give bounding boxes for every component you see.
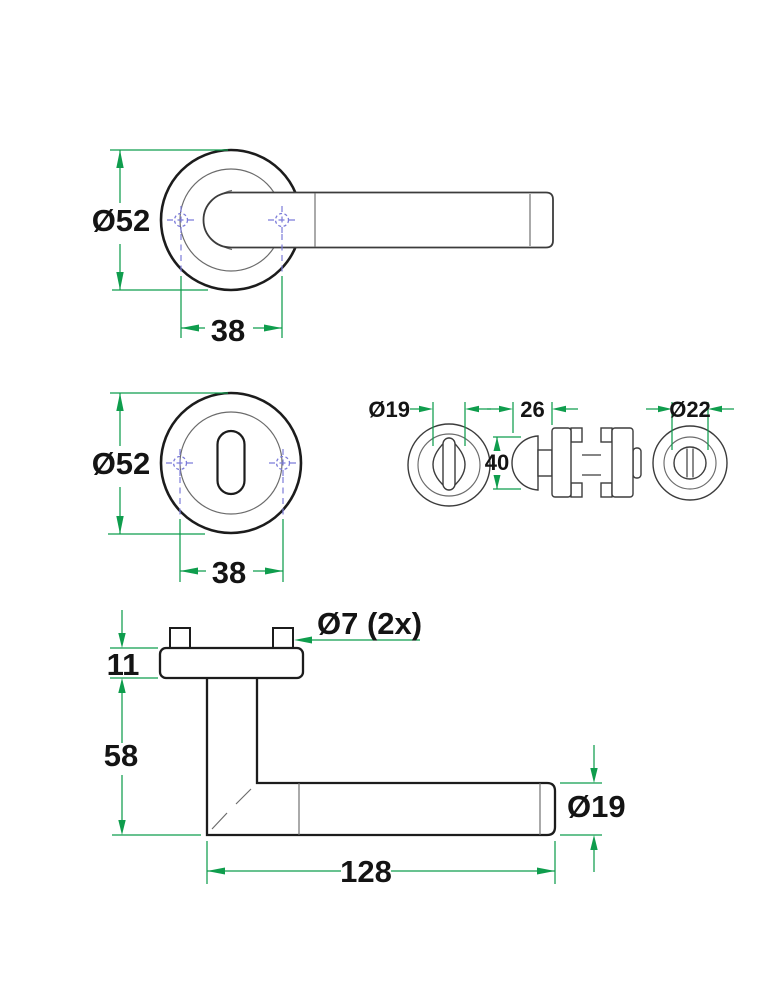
screw-hole-marker-icon	[166, 449, 194, 477]
screw-hole-marker-icon	[268, 206, 296, 234]
lever-side-dimensions: Ø7 (2x) 11 58 Ø19	[104, 606, 626, 889]
dim-label-grip-diameter: Ø19	[567, 789, 626, 824]
dim-label-height: 58	[104, 738, 138, 773]
escutcheon-outer-circle	[159, 391, 303, 535]
release-mid-circle	[663, 436, 717, 490]
dim-label-knob-length: 40	[485, 450, 509, 475]
fixing-post	[570, 427, 583, 443]
turn-rose-outer-circle	[407, 423, 491, 507]
fixing-post	[600, 482, 613, 498]
thumbturn-front-view: Ø19	[368, 397, 491, 507]
dim-label-screw-holes: Ø7 (2x)	[317, 606, 422, 641]
miter-line	[211, 812, 228, 830]
lever-side-view: Ø7 (2x) 11 58 Ø19	[104, 606, 626, 889]
side-dimensions: 26 40	[485, 397, 578, 490]
screw-post	[272, 627, 294, 649]
dim-label-release-diameter: Ø22	[669, 397, 711, 422]
turn-knob-dimensions: Ø19	[368, 397, 491, 446]
release-outer-circle	[652, 425, 728, 501]
release-tab	[632, 447, 642, 479]
miter-line	[235, 788, 252, 805]
turn-rose-plate	[551, 427, 572, 498]
turn-knob-bar	[442, 437, 456, 491]
dim-label-escutcheon-diameter: Ø52	[92, 446, 151, 481]
fixing-post	[600, 427, 613, 443]
screw-hole-marker-icon	[167, 206, 195, 234]
release-rose-plate	[611, 427, 634, 498]
dim-label-rose-diameter: Ø52	[92, 203, 151, 238]
dim-label-escutcheon-hole-spacing: 38	[212, 555, 246, 590]
release-disc	[673, 446, 707, 480]
dim-label-knob-diameter: Ø19	[368, 397, 410, 422]
thumbturn-side-view: 26 40	[485, 397, 642, 498]
release-back-view: Ø22	[646, 397, 734, 501]
knob-neck	[537, 449, 553, 477]
keyhole-slot	[216, 429, 246, 496]
screw-post	[169, 627, 191, 649]
rose-plate-side	[158, 646, 305, 680]
escutcheon-view: Ø52 38	[92, 391, 303, 590]
lever-front-view: Ø52 38	[92, 148, 554, 348]
dim-label-length: 128	[340, 854, 392, 889]
lever-profile	[205, 678, 557, 837]
fixing-post	[570, 482, 583, 498]
screw-hole-marker-icon	[269, 449, 297, 477]
lever-front-dimensions: Ø52 38	[92, 149, 283, 348]
turn-knob-dome	[511, 435, 539, 491]
turn-rose-inner-circle	[417, 433, 481, 497]
escutcheon-dimensions: Ø52 38	[92, 392, 284, 590]
dim-label-hole-spacing: 38	[211, 313, 245, 348]
lever-bar	[202, 191, 554, 249]
dim-label-rose-thickness: 11	[107, 647, 140, 682]
dim-label-projection: 26	[520, 397, 544, 422]
release-dimensions: Ø22	[646, 397, 734, 450]
